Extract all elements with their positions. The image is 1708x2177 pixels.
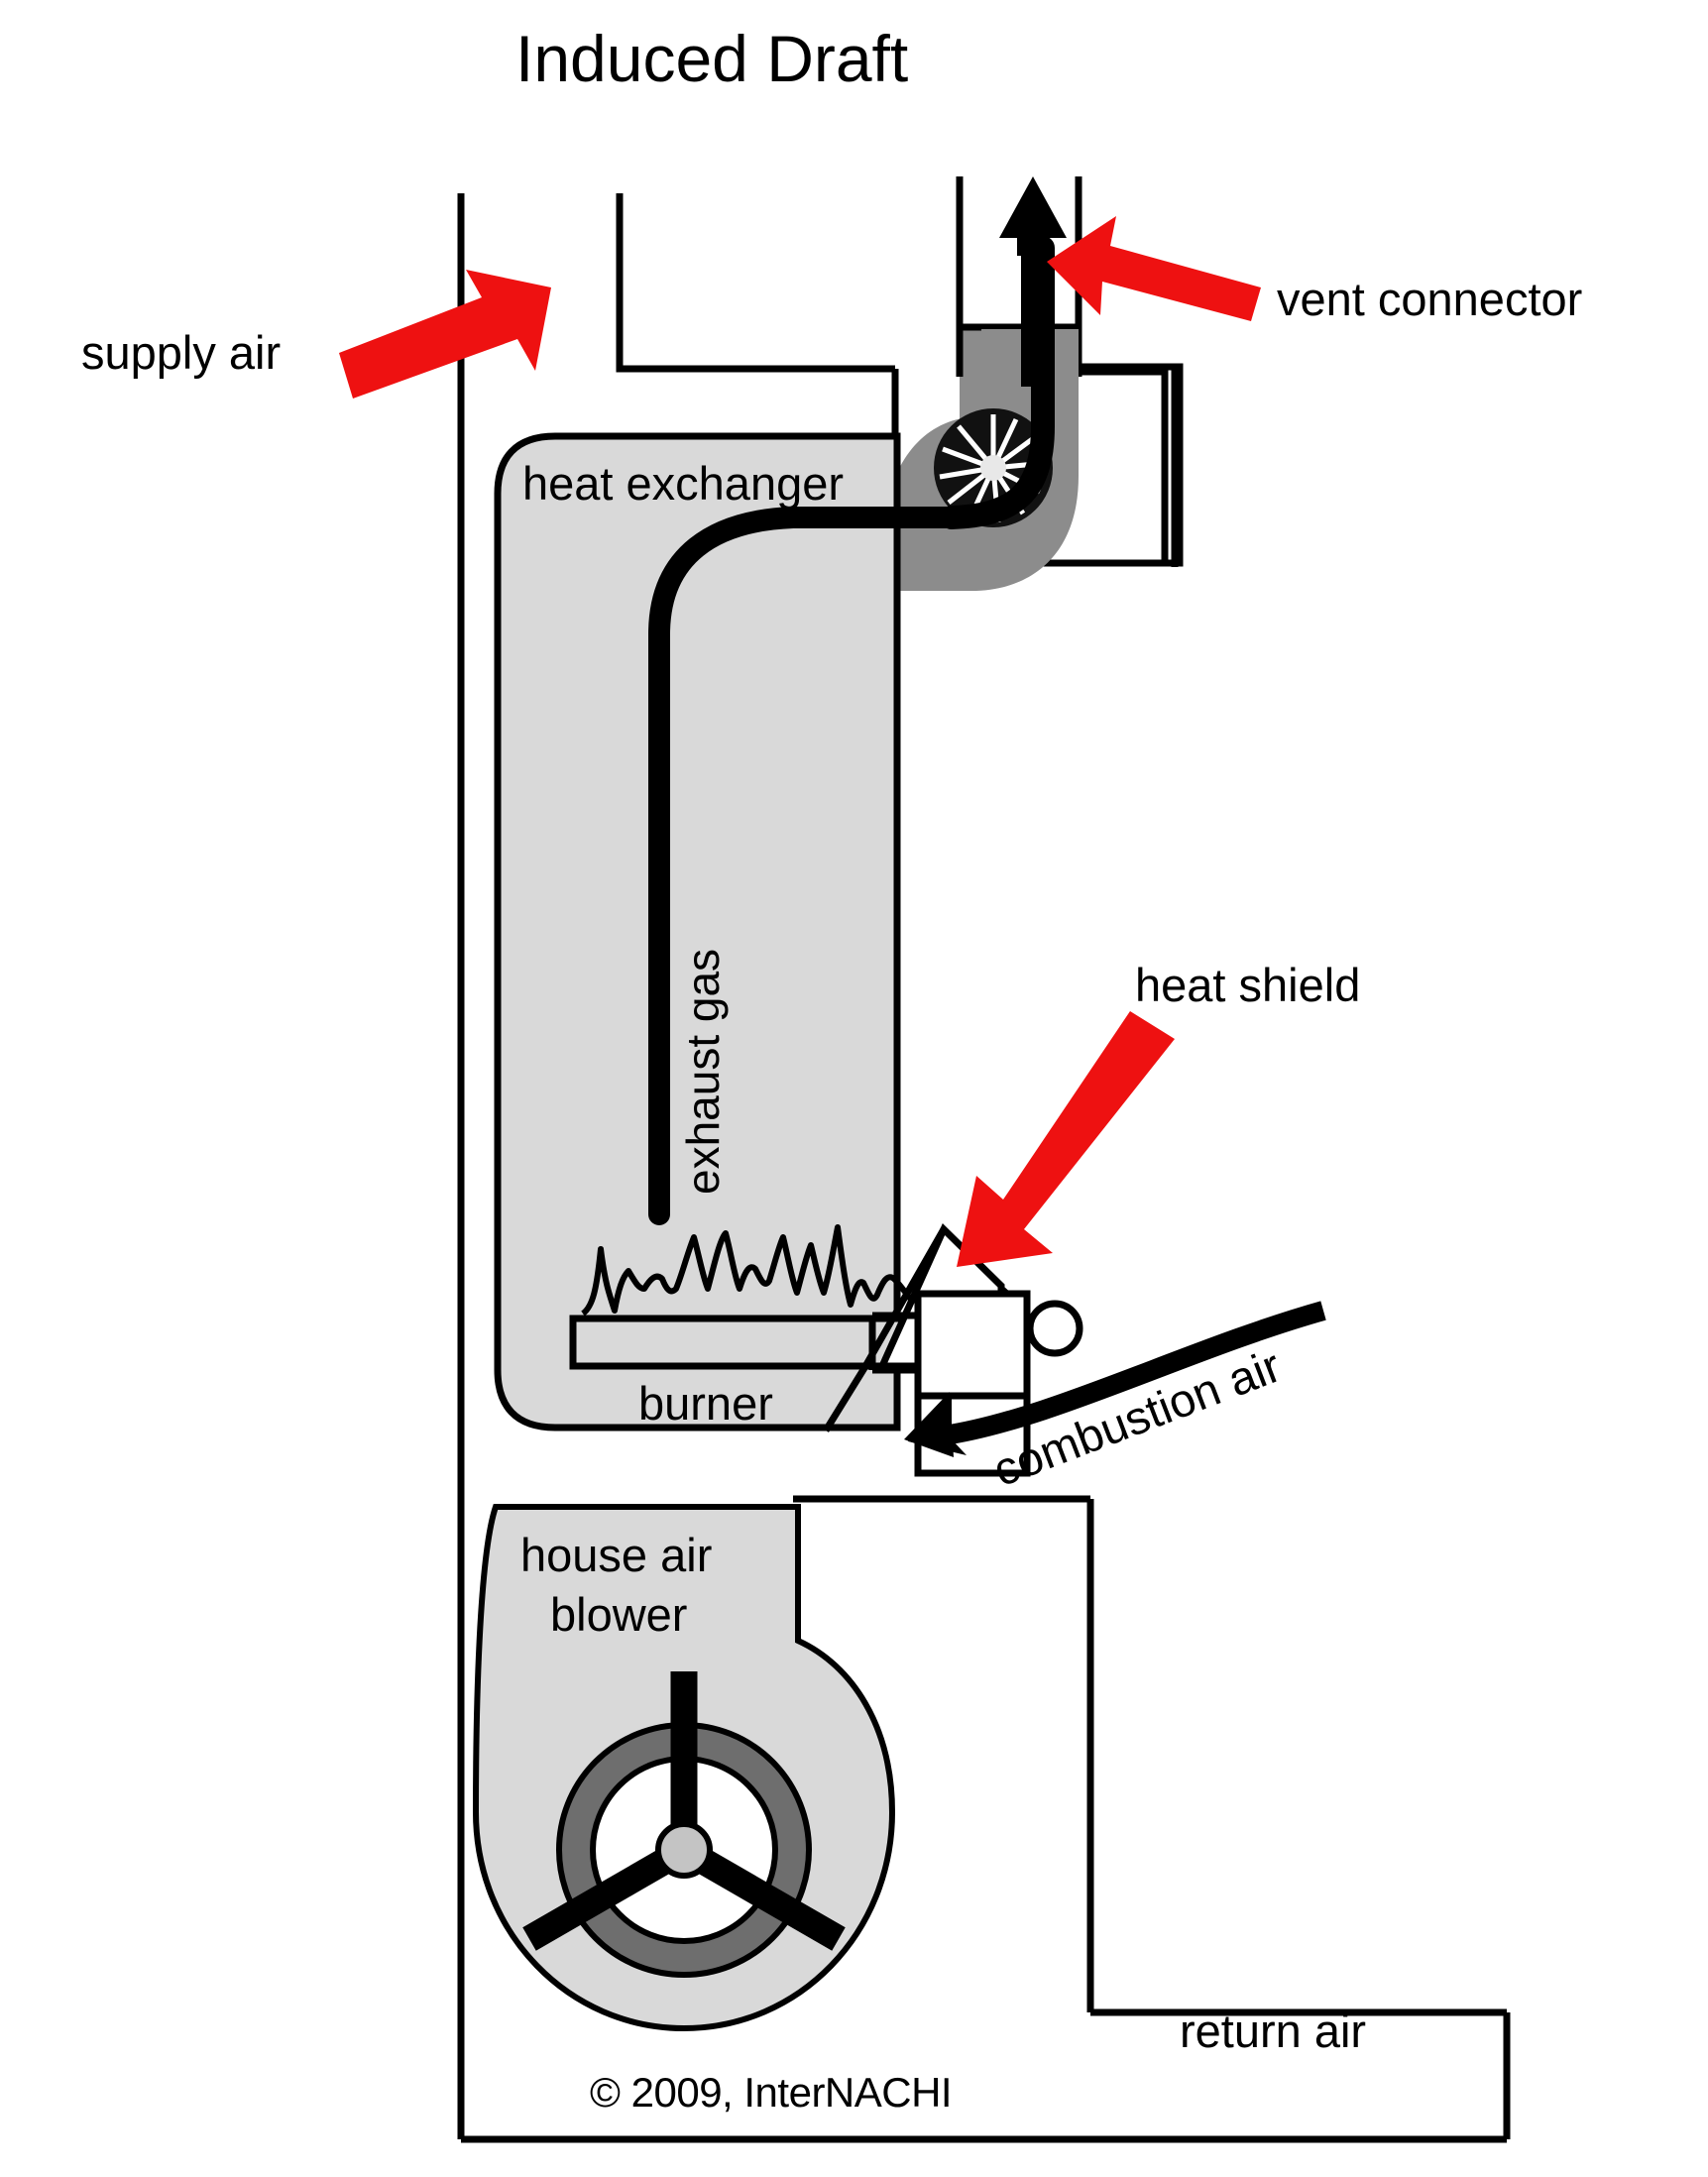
- heat-exchanger-body: [494, 432, 901, 1432]
- fan-hub: [980, 455, 1006, 481]
- supply-air-arrow: [339, 270, 551, 399]
- heat-shield-skirt: [823, 1227, 948, 1432]
- vent-connector-arrow: [1047, 216, 1261, 321]
- heat-shield-arrow: [957, 1011, 1175, 1267]
- exhaust-up-arrow: [999, 176, 1067, 387]
- exhaust-gas-pipe: [648, 236, 1055, 1225]
- label-house-air-blower-line1: house air: [520, 1529, 712, 1581]
- label-return-air: return air: [1180, 2005, 1366, 2057]
- burner-flame: [581, 1224, 932, 1321]
- label-supply-air: supply air: [81, 326, 281, 379]
- supply-air-plenum: [616, 193, 895, 373]
- heat-exchanger: [494, 432, 901, 1432]
- blower-spokes: [522, 1671, 846, 1951]
- gas-valve-body: [914, 1290, 1031, 1400]
- fan-intake-snout: [897, 525, 947, 591]
- label-burner: burner: [638, 1377, 773, 1430]
- label-vent-connector: vent connector: [1277, 273, 1582, 325]
- label-heat-exchanger: heat exchanger: [522, 457, 844, 510]
- copyright-notice: © 2009, InterNACHI: [590, 2069, 952, 2116]
- page-title: Induced Draft: [515, 22, 908, 95]
- combustion-air-arrow: [904, 1301, 1326, 1457]
- gas-supply-line: [872, 1312, 918, 1374]
- blower-hub: [655, 1821, 713, 1879]
- label-heat-shield: heat shield: [1135, 959, 1360, 1011]
- gas-valve-knob: [1026, 1300, 1083, 1357]
- furnace-cabinet-outline: [457, 193, 1511, 2143]
- label-exhaust-gas: exhaust gas: [677, 949, 729, 1195]
- house-air-blower: house air blower: [472, 1504, 896, 2032]
- label-house-air-blower-line2: blower: [550, 1588, 687, 1641]
